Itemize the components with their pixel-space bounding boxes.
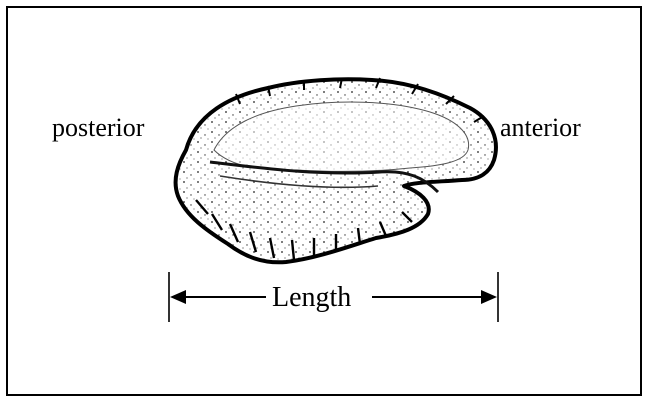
length-label: Length bbox=[272, 284, 351, 312]
left-arrowhead-icon bbox=[170, 290, 186, 304]
otolith-diagram bbox=[0, 0, 648, 376]
posterior-label: posterior bbox=[52, 115, 144, 141]
anterior-label: anterior bbox=[500, 115, 581, 141]
otolith-shape bbox=[176, 78, 496, 262]
right-arrowhead-icon bbox=[481, 290, 497, 304]
